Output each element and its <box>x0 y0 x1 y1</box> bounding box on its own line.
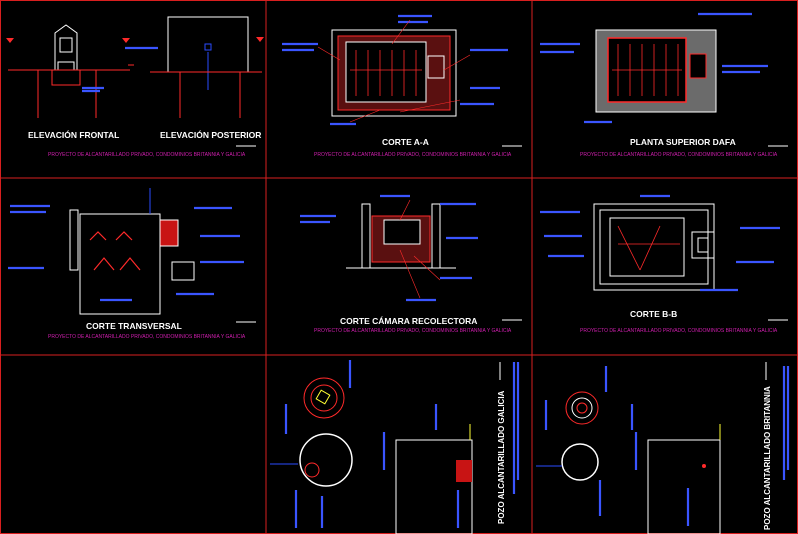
panel-pozo-britannia: POZO ALCANTARILLADO BRITANNIA <box>536 362 790 534</box>
subtitle-panel-1: PROYECTO DE ALCANTARILLADO PRIVADO, COND… <box>48 152 246 158</box>
title-pozo-galicia: POZO ALCANTARILLADO GALICIA <box>497 390 506 524</box>
subtitle-panel-5: PROYECTO DE ALCANTARILLADO PRIVADO, COND… <box>314 328 512 334</box>
title-planta-superior: PLANTA SUPERIOR DAFA <box>630 137 736 147</box>
subtitle-panel-2: PROYECTO DE ALCANTARILLADO PRIVADO, COND… <box>314 152 512 158</box>
rear-elevation-drawing <box>125 16 264 118</box>
subtitle-panel-3: PROYECTO DE ALCANTARILLADO PRIVADO, COND… <box>580 152 778 158</box>
panel-corte-camara: CORTE CÁMARA RECOLECTORA PROYECTO DE ALC… <box>300 194 522 334</box>
subtitle-panel-6: PROYECTO DE ALCANTARILLADO PRIVADO, COND… <box>580 328 778 334</box>
title-corte-aa: CORTE A-A <box>382 137 429 147</box>
title-elevacion-frontal: ELEVACIÓN FRONTAL <box>28 129 119 140</box>
panel-planta-superior: PLANTA SUPERIOR DAFA PROYECTO DE ALCANTA… <box>540 12 788 158</box>
title-corte-bb: CORTE B-B <box>630 309 677 319</box>
panel-pozo-galicia: POZO ALCANTARILLADO GALICIA <box>270 360 520 534</box>
title-corte-camara: CORTE CÁMARA RECOLECTORA <box>340 316 477 326</box>
title-corte-transversal: CORTE TRANSVERSAL <box>86 321 182 331</box>
panel-corte-bb: CORTE B-B PROYECTO DE ALCANTARILLADO PRI… <box>540 194 788 334</box>
panel-elevaciones: ELEVACIÓN FRONTAL ELEVACIÓN POSTERIOR PR… <box>6 16 264 158</box>
subtitle-panel-4: PROYECTO DE ALCANTARILLADO PRIVADO, COND… <box>48 334 246 340</box>
panel-corte-transversal: CORTE TRANSVERSAL PROYECTO DE ALCANTARIL… <box>8 188 256 340</box>
front-elevation-drawing <box>6 24 130 118</box>
title-pozo-britannia: POZO ALCANTARILLADO BRITANNIA <box>763 386 772 530</box>
panel-corte-aa: CORTE A-A PROYECTO DE ALCANTARILLADO PRI… <box>282 14 522 158</box>
title-elevacion-posterior: ELEVACIÓN POSTERIOR <box>160 129 261 140</box>
